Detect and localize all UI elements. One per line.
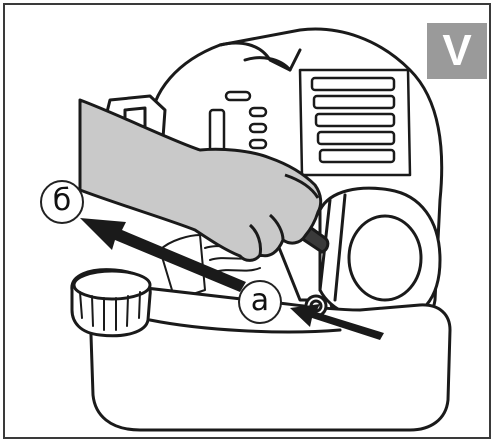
callout-b: б bbox=[40, 180, 84, 224]
cooling-vents bbox=[298, 68, 412, 177]
hand-icon bbox=[78, 98, 323, 262]
arrow-press-icon bbox=[290, 304, 384, 340]
step-badge: V bbox=[427, 23, 487, 79]
callout-a: a bbox=[238, 280, 282, 324]
fuel-cap-icon bbox=[70, 268, 152, 338]
panel-slots bbox=[208, 90, 268, 156]
starter-housing bbox=[318, 186, 442, 324]
arrow-pull-icon bbox=[80, 218, 246, 292]
